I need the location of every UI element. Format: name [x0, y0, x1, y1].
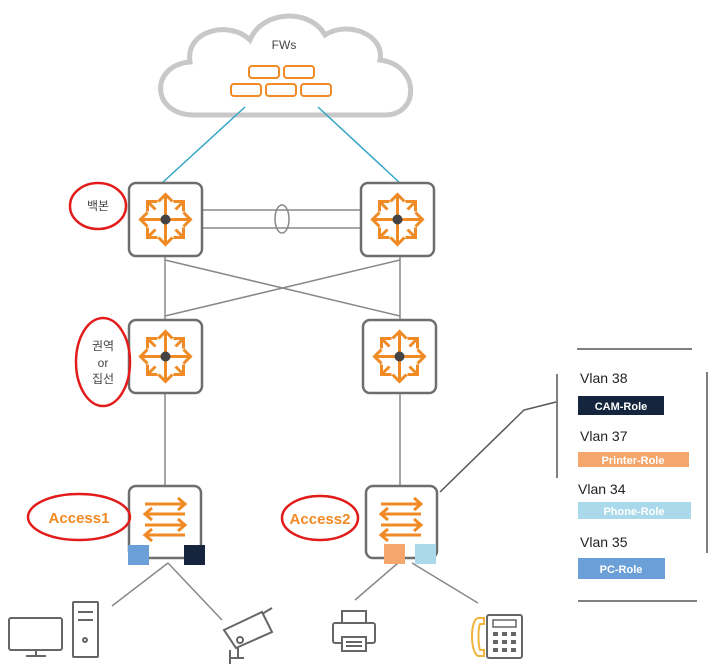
access2-callout: [280, 494, 360, 542]
port-pc: [128, 545, 149, 565]
access1-callout: [26, 492, 132, 542]
router-icon: [139, 193, 192, 246]
port-phone: [415, 544, 436, 564]
role-chip: [578, 558, 665, 579]
router-icon: [139, 330, 192, 383]
role-label: CAM-Role: [595, 401, 648, 413]
role-label: PC-Role: [600, 564, 643, 576]
access-switch-1: [127, 484, 205, 565]
aggregation-router-left: [127, 318, 204, 395]
links: [111, 106, 557, 621]
port-printer: [384, 544, 405, 564]
vlan-label: Vlan 38: [580, 370, 628, 386]
vlan-label: Vlan 34: [578, 481, 626, 497]
pc-icon: [8, 601, 99, 658]
camera-icon: [222, 607, 274, 664]
firewall-icon: [230, 65, 332, 97]
port-cam: [184, 545, 205, 565]
access-switch-2: [364, 484, 439, 564]
role-chip: [578, 396, 664, 415]
printer-icon: [332, 610, 376, 652]
backbone-label: 백본: [87, 199, 109, 213]
core-router-right: [359, 181, 436, 258]
aggregation-label-3: 집선: [92, 372, 114, 386]
access1-label: Access1: [49, 510, 110, 527]
aggregation-router-right: [361, 318, 438, 395]
role-chip: [578, 452, 689, 467]
router-icon: [373, 330, 426, 383]
aggregation-label-2: or: [98, 356, 109, 370]
aggregation-callout: [74, 316, 132, 408]
role-label: Phone-Role: [603, 506, 664, 518]
role-chip: [578, 502, 691, 519]
access2-label: Access2: [290, 511, 351, 528]
backbone-callout: [68, 181, 128, 231]
lag-bundle: [274, 204, 290, 234]
role-label: Printer-Role: [602, 455, 665, 467]
vlan-label: Vlan 37: [580, 428, 628, 444]
aggregation-label-1: 권역: [92, 339, 114, 353]
router-icon: [371, 193, 424, 246]
vlan-legend: Vlan 38 CAM-Role Vlan 37 Printer-Role Vl…: [556, 348, 708, 602]
vlan-label: Vlan 35: [580, 534, 628, 550]
phone-icon: [471, 614, 523, 659]
core-router-left: [127, 181, 204, 258]
cloud-label: FWs: [272, 38, 297, 52]
